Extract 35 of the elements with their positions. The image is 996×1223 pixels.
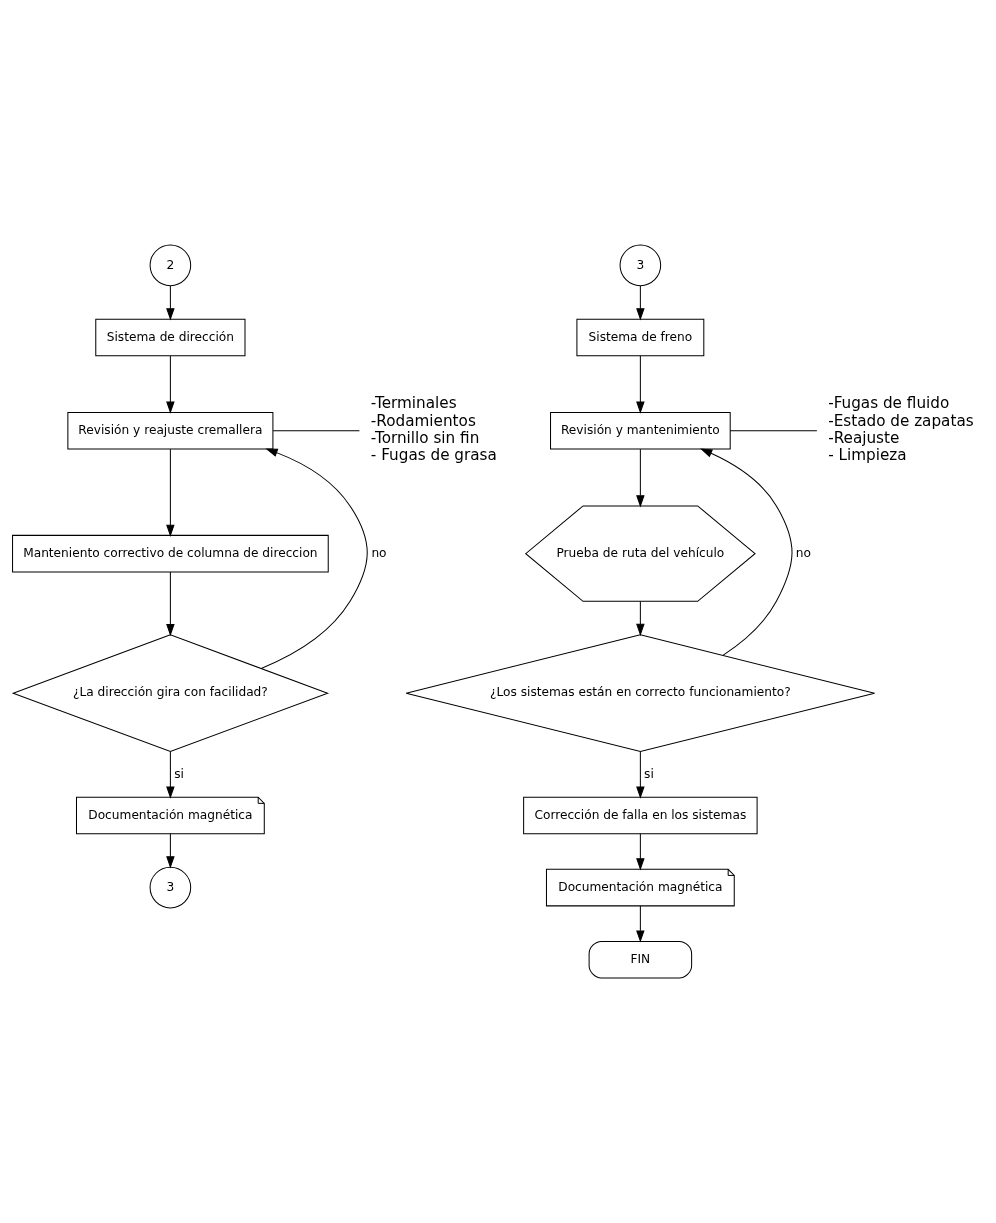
arrow	[636, 905, 645, 943]
edge-label: no	[795, 545, 811, 560]
node-circle: 3	[619, 244, 662, 287]
node-diamond: ¿La dirección gira con facilidad?	[11, 634, 330, 753]
arrow	[636, 601, 645, 637]
arrow	[636, 833, 645, 871]
node-text: -Terminales -Rodamientos -Tornillo sin fin - Fugas de grasa	[370, 394, 497, 465]
node-box: Revisión y reajuste cremallera	[67, 412, 274, 450]
node-text: -Fugas de fluido -Estado de zapatas -Reajuste - Limpieza	[828, 394, 974, 465]
node-box: Sistema de freno	[576, 318, 705, 357]
node-circle: 3	[149, 866, 192, 909]
arrow	[166, 448, 175, 537]
arrow	[636, 285, 645, 321]
node-box: Revisión y mantenimiento	[550, 412, 731, 450]
node-box: Sistema de dirección	[95, 318, 246, 357]
arrow	[636, 355, 645, 414]
node-diamond: ¿Los sistemas están en correcto funcionamiento?	[405, 634, 876, 753]
node-box: Corrección de falla en los sistemas	[523, 796, 758, 835]
arrow	[166, 833, 175, 869]
connector	[272, 430, 360, 432]
arrow	[166, 751, 175, 799]
arrow	[260, 448, 368, 669]
arrow	[700, 448, 793, 656]
edge-label: si	[174, 766, 184, 781]
arrow	[166, 285, 175, 321]
node-box: Manteniento correctivo de columna de direccion	[12, 534, 329, 573]
arrow	[166, 355, 175, 414]
edge-label: si	[644, 766, 654, 781]
arrow	[636, 751, 645, 799]
node-circle: 2	[149, 244, 192, 287]
edge-label: no	[371, 545, 387, 560]
connector	[729, 430, 818, 432]
node-box: FIN	[588, 940, 693, 979]
arrow	[636, 448, 645, 508]
arrow	[166, 571, 175, 637]
